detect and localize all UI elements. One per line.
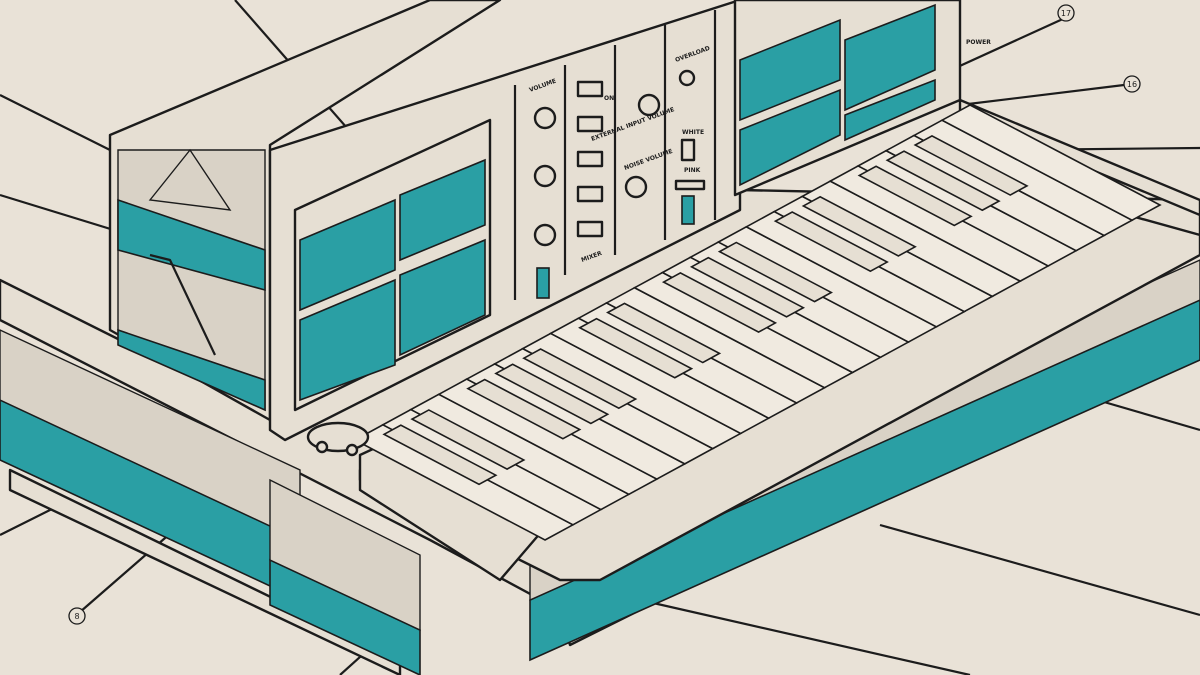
- white-key: [940, 104, 1162, 222]
- black-key: [857, 165, 973, 227]
- knob-icon: [533, 223, 557, 247]
- volume-knobs: [533, 69, 706, 299]
- callout-number: 16: [1127, 80, 1137, 89]
- label-on: ON: [604, 95, 614, 102]
- callout-16: 16: [1123, 75, 1141, 93]
- black-key: [466, 378, 582, 440]
- black-key: [773, 211, 889, 273]
- lower-left-rooms: [0, 329, 421, 675]
- black-key: [913, 134, 1029, 196]
- knob-icon: [533, 106, 557, 130]
- black-key: [801, 195, 917, 257]
- knob-icon: [533, 164, 557, 188]
- control-panel: [268, 0, 742, 442]
- keyboard: [353, 104, 1200, 582]
- black-key: [885, 150, 1001, 212]
- pyramid: [148, 148, 232, 211]
- callout-17: 17: [1057, 4, 1075, 22]
- black-key: [522, 348, 638, 410]
- black-key: [410, 409, 526, 471]
- callout-number: 8: [74, 612, 79, 621]
- knob-icon: [678, 69, 696, 87]
- black-key: [717, 241, 833, 303]
- callout-number: 17: [1061, 9, 1071, 18]
- left-tower: [108, 0, 502, 422]
- door-icon: [681, 195, 695, 225]
- right-tower: [733, 0, 1200, 217]
- black-key: [578, 317, 694, 379]
- door-icon: [536, 267, 550, 299]
- black-key: [494, 363, 610, 425]
- label-pink: PINK: [684, 167, 701, 174]
- black-key: [689, 256, 806, 318]
- label-power: POWER: [966, 39, 991, 46]
- knob-icon: [624, 175, 648, 199]
- knob-icon: [637, 93, 661, 117]
- black-key: [661, 272, 778, 333]
- car: [306, 421, 370, 457]
- black-key: [382, 424, 498, 486]
- label-white: WHITE: [682, 129, 704, 136]
- mixer-switches: [576, 80, 604, 238]
- callout-8: 8: [68, 607, 86, 625]
- black-key: [606, 302, 722, 364]
- toggle-switch-icon: [680, 138, 696, 162]
- sign-icon: [674, 179, 706, 191]
